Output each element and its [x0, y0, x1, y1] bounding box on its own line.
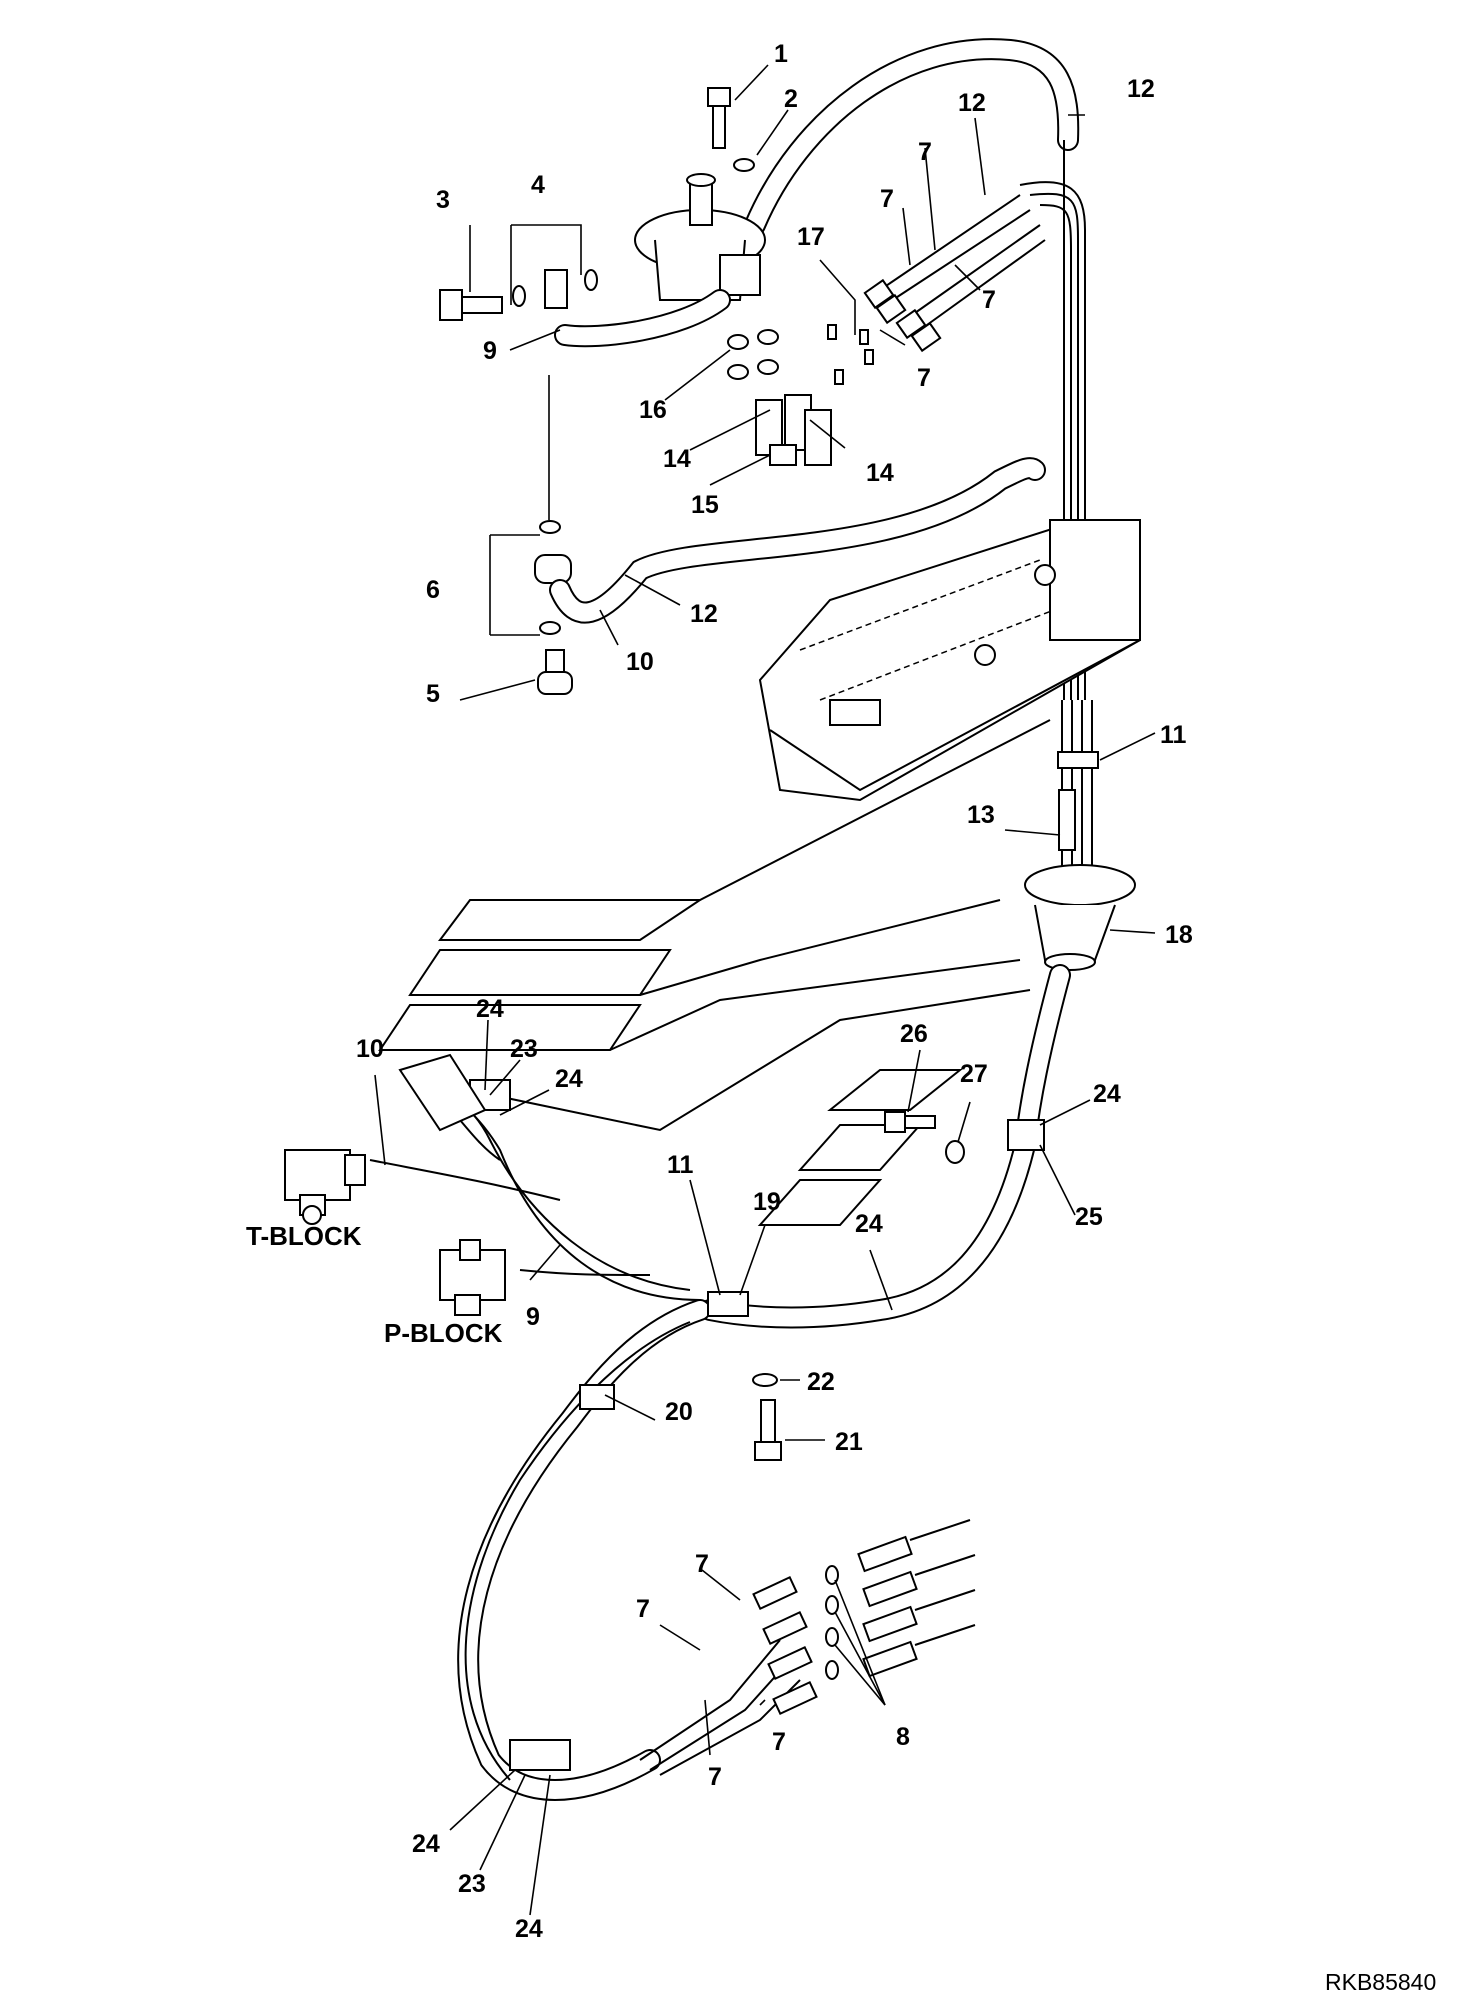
callout-7-b: 7 — [880, 185, 894, 213]
o-ring-4b — [584, 269, 598, 291]
callout-18: 18 — [1165, 921, 1193, 949]
screws-17 — [827, 324, 874, 385]
callout-3: 3 — [436, 186, 450, 214]
callout-27: 27 — [960, 1060, 988, 1088]
callout-26: 26 — [900, 1020, 928, 1048]
callout-6: 6 — [426, 576, 440, 604]
callout-10-lower: 10 — [356, 1035, 384, 1063]
callout-11-lower: 11 — [667, 1151, 694, 1179]
callout-22: 22 — [807, 1368, 835, 1396]
operator-console — [758, 518, 1141, 802]
clamp-25 — [1007, 1119, 1045, 1151]
bolt-21 — [754, 1399, 782, 1461]
washer-27 — [945, 1140, 965, 1164]
vertical-hose-bundle — [1057, 700, 1099, 870]
o-ring-4a — [512, 285, 526, 307]
callout-12-mid: 12 — [958, 89, 986, 117]
callout-7-d: 7 — [917, 364, 931, 392]
bolt-1 — [707, 87, 731, 149]
callout-11-upper: 11 — [1160, 721, 1187, 749]
callout-20: 20 — [665, 1398, 693, 1426]
document-code: RKB85840 — [1325, 1969, 1436, 1995]
callout-7-g: 7 — [772, 1728, 786, 1756]
callout-7-f: 7 — [636, 1595, 650, 1623]
callout-23-lower: 23 — [458, 1870, 486, 1898]
callout-9-lower: 9 — [526, 1303, 540, 1331]
p-block — [439, 1239, 506, 1316]
callout-24-right: 24 — [1093, 1080, 1121, 1108]
o-ring-16a — [727, 334, 749, 350]
callout-7-e: 7 — [695, 1550, 709, 1578]
callout-23-top: 23 — [510, 1035, 538, 1063]
callout-24-top: 24 — [476, 995, 504, 1023]
callout-14-left: 14 — [663, 445, 691, 473]
callout-8: 8 — [896, 1723, 910, 1751]
callout-13: 13 — [967, 801, 995, 829]
callout-9-upper: 9 — [483, 337, 497, 365]
callout-2: 2 — [784, 85, 798, 113]
callout-5: 5 — [426, 680, 440, 708]
fitting-6 — [534, 520, 572, 635]
o-ring-16c — [727, 364, 749, 380]
hose-9-upper — [544, 269, 731, 348]
callout-15: 15 — [691, 491, 719, 519]
o-ring-16d — [757, 359, 779, 375]
clamp-11-upper — [1057, 751, 1099, 769]
sleeve-13 — [1058, 789, 1076, 851]
callout-24-lower-a: 24 — [412, 1830, 440, 1858]
clamp-19 — [707, 1291, 749, 1317]
upper-fittings-7 — [863, 194, 1046, 353]
lower-hose-harness — [409, 964, 1071, 1801]
callout-14-right: 14 — [866, 459, 894, 487]
bolt-26 — [884, 1111, 936, 1133]
t-block — [284, 1149, 366, 1225]
p-block-label: P-BLOCK — [384, 1318, 503, 1348]
callout-21: 21 — [835, 1428, 863, 1456]
hose-10-upper — [549, 457, 1046, 624]
callout-24-lower-b: 24 — [515, 1915, 543, 1943]
callout-10-upper: 10 — [626, 648, 654, 676]
callout-25: 25 — [1075, 1203, 1103, 1231]
bundle-top-end — [398, 1053, 487, 1132]
hose-ends — [857, 1519, 976, 1678]
washer-2 — [733, 158, 755, 172]
t-block-label: T-BLOCK — [246, 1221, 362, 1251]
fitting-block-14 — [755, 394, 832, 466]
o-rings-8 — [825, 1565, 839, 1680]
pilot-valve — [634, 173, 766, 301]
callout-12-lower: 12 — [690, 600, 718, 628]
washer-22 — [752, 1373, 778, 1387]
callout-labels: 1 2 3 4 9 12 12 7 7 7 7 17 16 14 14 15 6… — [356, 40, 1193, 1943]
callout-7-a: 7 — [918, 138, 932, 166]
grommet-18 — [1024, 864, 1136, 971]
callout-16: 16 — [639, 396, 667, 424]
callout-19: 19 — [753, 1188, 781, 1216]
hose-9-lower — [519, 1269, 651, 1276]
callout-7-h: 7 — [708, 1763, 722, 1791]
upper-hose-loop — [744, 38, 1086, 700]
frame-outline — [378, 719, 1051, 1226]
o-ring-16b — [757, 329, 779, 345]
plug-5 — [537, 649, 573, 695]
hose-10-lower — [369, 1159, 561, 1201]
callout-1: 1 — [774, 40, 788, 68]
band-23-lower — [509, 1739, 571, 1771]
lower-fittings-7 — [752, 1575, 818, 1716]
callout-4: 4 — [531, 171, 545, 199]
callout-24-middle: 24 — [855, 1210, 883, 1238]
callout-7-c: 7 — [982, 286, 996, 314]
leader-lines — [374, 64, 1156, 1916]
callout-24-top-b: 24 — [555, 1065, 583, 1093]
bolt-3 — [439, 289, 503, 321]
callout-12-top-right: 12 — [1127, 75, 1155, 103]
callout-17: 17 — [797, 223, 825, 251]
